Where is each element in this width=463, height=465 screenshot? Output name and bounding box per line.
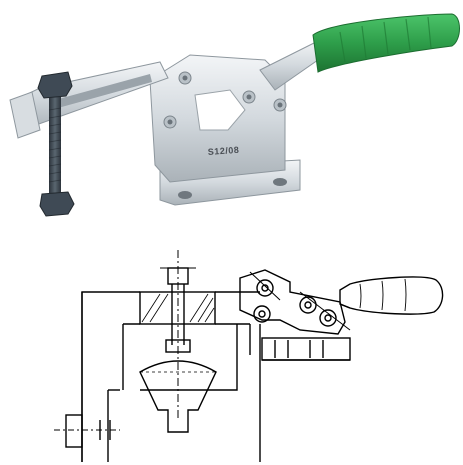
clamp-linkage: [239, 269, 346, 335]
arm-slot: [55, 74, 152, 108]
fixture-block: [65, 414, 83, 448]
pivot-1: [256, 279, 274, 297]
arm-section: [139, 291, 216, 325]
drawing-handle: [339, 276, 444, 315]
clamp-technical-drawing: [54, 250, 444, 462]
top-nut: [37, 71, 73, 99]
stamp-label: S12/08: [207, 145, 239, 157]
spindle-nut-bottom: [165, 339, 191, 353]
arm-end-block: [9, 91, 41, 139]
base-hole-right: [273, 178, 287, 186]
pivot-3: [299, 296, 317, 314]
workpiece-outline: [139, 360, 217, 433]
base-hole-left: [178, 191, 192, 199]
spindle-bolt: [49, 90, 61, 200]
clamp-photo: S12/08: [9, 13, 460, 217]
pivot-4: [319, 309, 337, 327]
work-table-outline: [81, 291, 140, 462]
bottom-nut: [39, 191, 75, 217]
body-cutout: [194, 89, 246, 131]
pivot-2: [253, 305, 271, 323]
